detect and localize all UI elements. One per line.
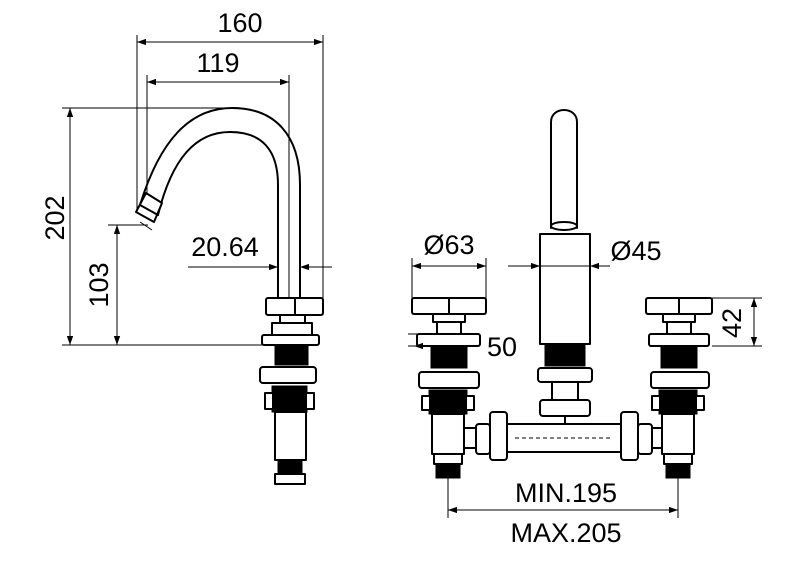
right-valve [637,297,713,479]
center-spout-tube [550,109,578,229]
dim-handle-diameter: Ø63 [423,230,474,260]
spout-outer-curve [139,107,301,299]
side-handle-stem [279,314,306,324]
front-view: Ø63 Ø45 50 42 MIN.195 MAX.205 [408,109,762,548]
dim-spout-tube-diameter: 20.64 [191,232,259,262]
dim-escutcheon-height: 50 [487,332,517,362]
side-connector [277,459,303,475]
dim-spout-height: 103 [84,262,114,307]
cross-pipe [489,411,639,461]
dim-overall-width: 160 [217,8,262,38]
center-nut [537,367,593,383]
center-spout [537,109,593,426]
dim-handle-height: 42 [717,308,747,338]
side-thread-lower [271,385,308,413]
side-view: 160 119 202 103 20.64 [40,8,332,485]
center-spout-base [539,233,591,345]
dim-spout-reach: 119 [196,48,239,78]
dim-overall-height: 202 [40,195,70,240]
side-nut [259,366,317,384]
left-escutcheon [416,333,481,347]
center-connector [539,399,591,417]
dim-max-spacing: MAX.205 [510,518,621,548]
dim-spout-base-diameter: Ø45 [610,236,661,266]
left-valve-body [431,413,465,455]
right-valve-body [661,413,695,455]
right-nut [650,371,710,389]
side-valve-body [274,411,307,461]
right-escutcheon [648,333,710,347]
left-valve [411,297,491,479]
side-escutcheon [271,322,313,336]
dim-min-spacing: MIN.195 [515,478,617,508]
side-thread-upper [274,344,309,366]
spout-inner-curve [157,131,279,299]
left-nut [418,371,480,389]
spout-aerator [135,192,163,223]
